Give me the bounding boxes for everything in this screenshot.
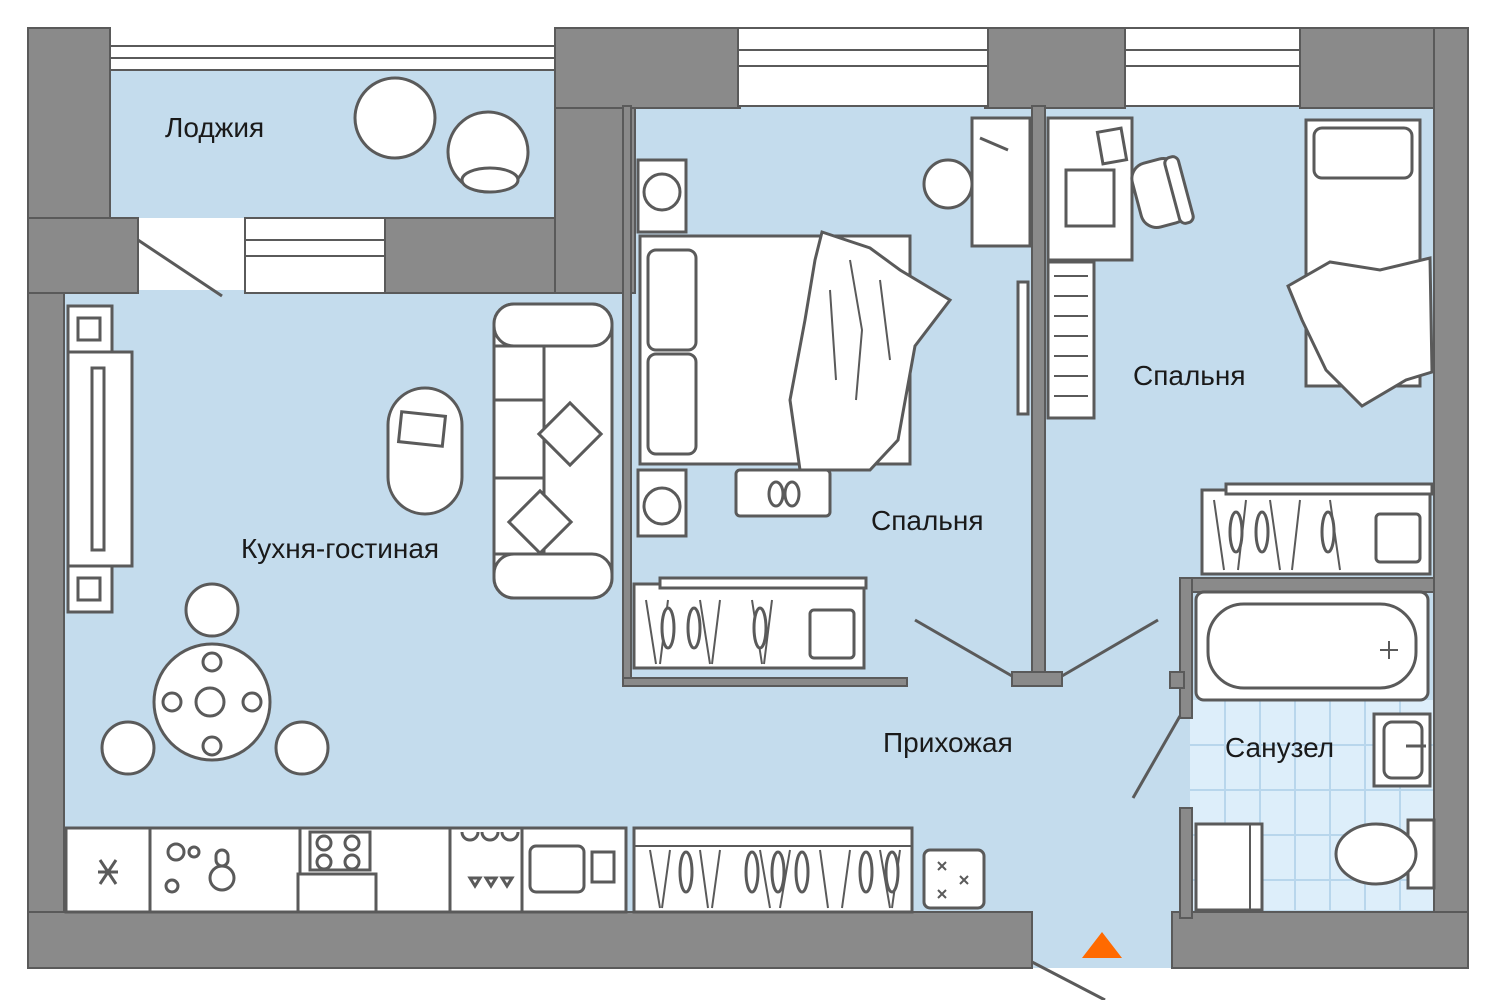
round-table-icon [353,76,437,160]
single-bed-icon [1286,118,1434,408]
bookshelf-icon [1046,260,1096,420]
nightstand-icon [636,158,688,538]
room-label-bedroom-1: Спальня [871,505,984,536]
door-lines [137,238,1182,1000]
wardrobe-bedroom1-icon [632,576,868,670]
fridge-icon [98,859,118,885]
wall-bottom-right [1171,911,1469,969]
dining-table-icon [100,582,330,776]
partition-bedroom1-left [622,105,632,687]
bed-icon [638,230,953,472]
wall-loggia-bottom-left [27,217,139,294]
wall-top-loggia-left [27,27,111,219]
bathtub-icon [1194,590,1430,702]
sofa-icon [492,302,614,600]
dishwasher-icon [460,831,520,889]
loggia-furniture [353,76,530,194]
armchair-icon [446,110,530,194]
partition-bath-top [1179,577,1435,593]
sink-icon [528,844,616,894]
bedroom1-furniture [632,116,1032,670]
room-label-bathroom: Санузел [1225,732,1335,763]
door-jamb [1011,671,1063,687]
toilet-icon [1334,818,1436,890]
stove-icon [296,830,378,914]
partition-bath-left [1179,577,1193,719]
room-label-bedroom-2: Спальня [1133,360,1246,391]
room-label-kitchen-living: Кухня-гостиная [241,533,440,564]
wardrobe-bedroom2-icon [1200,482,1434,576]
coffee-table-icon [386,386,464,516]
tv-stand-icon [1016,280,1030,416]
wall-bottom-left [27,911,1033,969]
walls [27,27,1469,969]
washing-machine-icon [1194,822,1264,912]
entrance-marker-icon [1082,932,1122,958]
room-label-loggia: Лоджия [165,112,265,143]
slippers-icon [767,480,801,508]
wall-right [1433,27,1469,969]
partition-bedroom1-bottom [622,677,908,687]
partition-bath-left2 [1179,807,1193,919]
desk-icon [1046,116,1134,262]
room-label-hallway: Прихожая [883,727,1013,758]
wardrobe-icon [632,826,914,914]
partition-bedrooms [1031,105,1046,687]
tv-icon [66,304,134,614]
bathroom-fixtures [1194,590,1436,912]
office-chair-icon [1130,155,1195,229]
vanity-desk-icon [922,116,1032,248]
wall-top-mid2 [984,27,1126,109]
shoe-rack-icon [922,848,986,910]
hallway-furniture [632,826,986,914]
windows [109,27,1301,294]
living-furniture [64,302,628,914]
sink-bath-icon [1372,712,1432,788]
bedroom2-furniture [1046,116,1434,576]
washer-icon [164,842,236,894]
wall-top-middle [554,27,741,109]
